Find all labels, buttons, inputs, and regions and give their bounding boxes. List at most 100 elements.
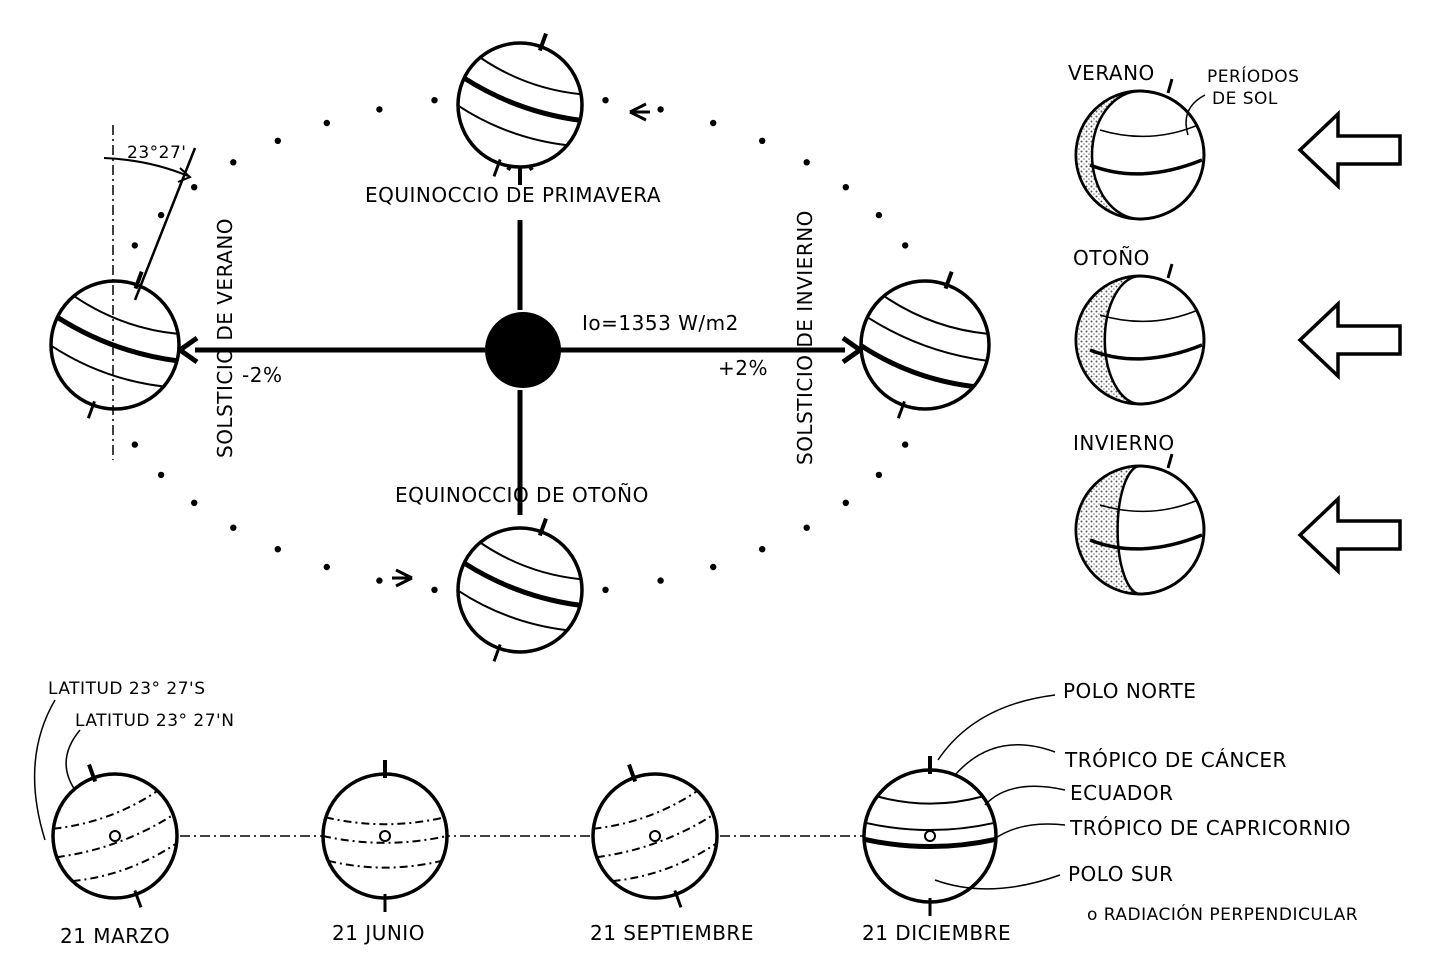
orbit-dot xyxy=(710,563,717,571)
summer-label: VERANO xyxy=(1068,61,1155,85)
globe-latitude xyxy=(73,295,179,335)
sun-periods-label-1: PERÍODOS xyxy=(1207,65,1299,87)
orbit-dot xyxy=(323,563,330,571)
irradiance-label: Io=1353 W/m2 xyxy=(582,311,739,335)
sun-ray-arrow xyxy=(1297,494,1402,576)
perpendicular-radiation-marker xyxy=(379,830,391,842)
orbit-dot xyxy=(376,577,383,584)
sun xyxy=(485,312,561,388)
orbit-dot xyxy=(157,471,165,479)
orbit-globes xyxy=(49,32,991,662)
tilt-angle-marker xyxy=(103,125,197,460)
orbit-dot xyxy=(191,184,198,191)
globe-21-march xyxy=(51,763,179,908)
globe-axis-south xyxy=(133,889,143,908)
orbit-dot xyxy=(842,184,849,191)
globe-latitude xyxy=(53,790,159,830)
legend-north-pole: POLO NORTE xyxy=(1063,679,1196,703)
tilt-angle-label: 23°27' xyxy=(127,143,186,163)
latitude-south-label: LATITUD 23° 27'S xyxy=(48,679,206,699)
globe-spring xyxy=(456,32,584,177)
orbit-dot xyxy=(230,524,237,531)
globe-latitude xyxy=(50,344,164,388)
orbit-dot xyxy=(759,137,766,144)
autumn-equinox-label: EQUINOCCIO DE OTOÑO xyxy=(395,483,649,507)
orbit-dot xyxy=(431,97,438,104)
globe-latitude xyxy=(1099,309,1199,323)
globe-latitude xyxy=(457,589,568,632)
season-globe-summer xyxy=(1074,78,1206,221)
orbit-dot xyxy=(323,119,330,127)
orbit-dot xyxy=(274,546,281,553)
winter-label: INVIERNO xyxy=(1073,431,1175,455)
globe-latitude xyxy=(479,56,582,96)
globe-summer xyxy=(49,271,181,419)
globe-latitude xyxy=(593,790,699,830)
globe-latitude xyxy=(457,104,568,147)
legend-leaders xyxy=(934,694,1066,890)
globe-latitude xyxy=(883,295,989,335)
globe-winter xyxy=(859,271,991,419)
bottom-globes xyxy=(51,756,998,916)
globe-latitude xyxy=(322,835,448,844)
orbit-dot xyxy=(602,97,609,104)
globe-latitude xyxy=(1089,343,1203,361)
sun-periods-label-2: DE SOL xyxy=(1212,89,1278,109)
orbit-dot xyxy=(230,159,237,166)
perpendicular-radiation-marker xyxy=(649,830,661,842)
globe-axis-south xyxy=(492,158,502,177)
orbit-dot xyxy=(902,242,909,249)
globe-axis-north xyxy=(627,763,638,783)
sun-periods-leader xyxy=(1185,94,1206,136)
orbit-dot xyxy=(759,546,766,553)
globe-latitude xyxy=(462,75,581,123)
globe-latitude xyxy=(1089,158,1203,176)
legend-tropic-capricorn: TRÓPICO DE CAPRICORNIO xyxy=(1069,816,1351,840)
minus-percent-label: -2% xyxy=(242,363,282,387)
orbit-dot xyxy=(657,577,664,584)
orbit-dot xyxy=(191,499,198,506)
globe-latitude xyxy=(596,813,714,859)
orbit-dot xyxy=(875,471,883,479)
orbit-dot xyxy=(803,159,810,166)
legend-south-pole: POLO SUR xyxy=(1068,862,1174,886)
globe-latitude xyxy=(866,316,988,362)
plus-percent-label: +2% xyxy=(718,356,768,380)
perpendicular-radiation-marker xyxy=(109,830,121,842)
orbit-dot xyxy=(842,499,849,506)
orbit-dot xyxy=(131,242,138,249)
legend-equator: ECUADOR xyxy=(1070,781,1173,805)
sun-ray-arrow xyxy=(1297,299,1402,381)
globe-axis-north xyxy=(1166,453,1174,469)
date-september-label: 21 SEPTIEMBRE xyxy=(590,921,754,945)
orbit-dot xyxy=(710,119,717,127)
sun-ray-arrow xyxy=(1297,109,1402,191)
orbit-dot xyxy=(376,106,383,113)
season-globe-winter xyxy=(1074,453,1206,596)
globe-axis-south xyxy=(673,889,683,908)
orbit-path xyxy=(131,97,909,593)
globe-21-september xyxy=(591,763,719,908)
globe-night-side xyxy=(1074,464,1141,596)
globe-axis-north xyxy=(537,32,548,52)
summer-solstice-label: SOLSTICIO DE VERANO xyxy=(213,218,237,458)
date-march-label: 21 MARZO xyxy=(60,924,170,948)
globe-latitude xyxy=(1089,533,1203,551)
globe-latitude xyxy=(612,842,718,883)
globe-axis-north xyxy=(87,763,98,783)
globe-axis-north xyxy=(1166,78,1174,94)
globe-latitude xyxy=(72,842,178,883)
season-globes xyxy=(1074,78,1206,596)
orbit-dot xyxy=(157,211,165,219)
globe-latitude xyxy=(863,836,997,850)
globe-axis-south xyxy=(492,643,502,662)
date-june-label: 21 JUNIO xyxy=(332,921,425,945)
globe-latitude xyxy=(1099,124,1199,138)
globe-latitude xyxy=(56,813,174,859)
orbit-dot xyxy=(902,441,909,448)
globe-latitude xyxy=(325,816,445,826)
legend-tropic-cancer: TRÓPICO DE CÁNCER xyxy=(1064,748,1287,772)
perpendicular-radiation-marker xyxy=(924,830,936,842)
orbit-dot xyxy=(431,586,438,593)
